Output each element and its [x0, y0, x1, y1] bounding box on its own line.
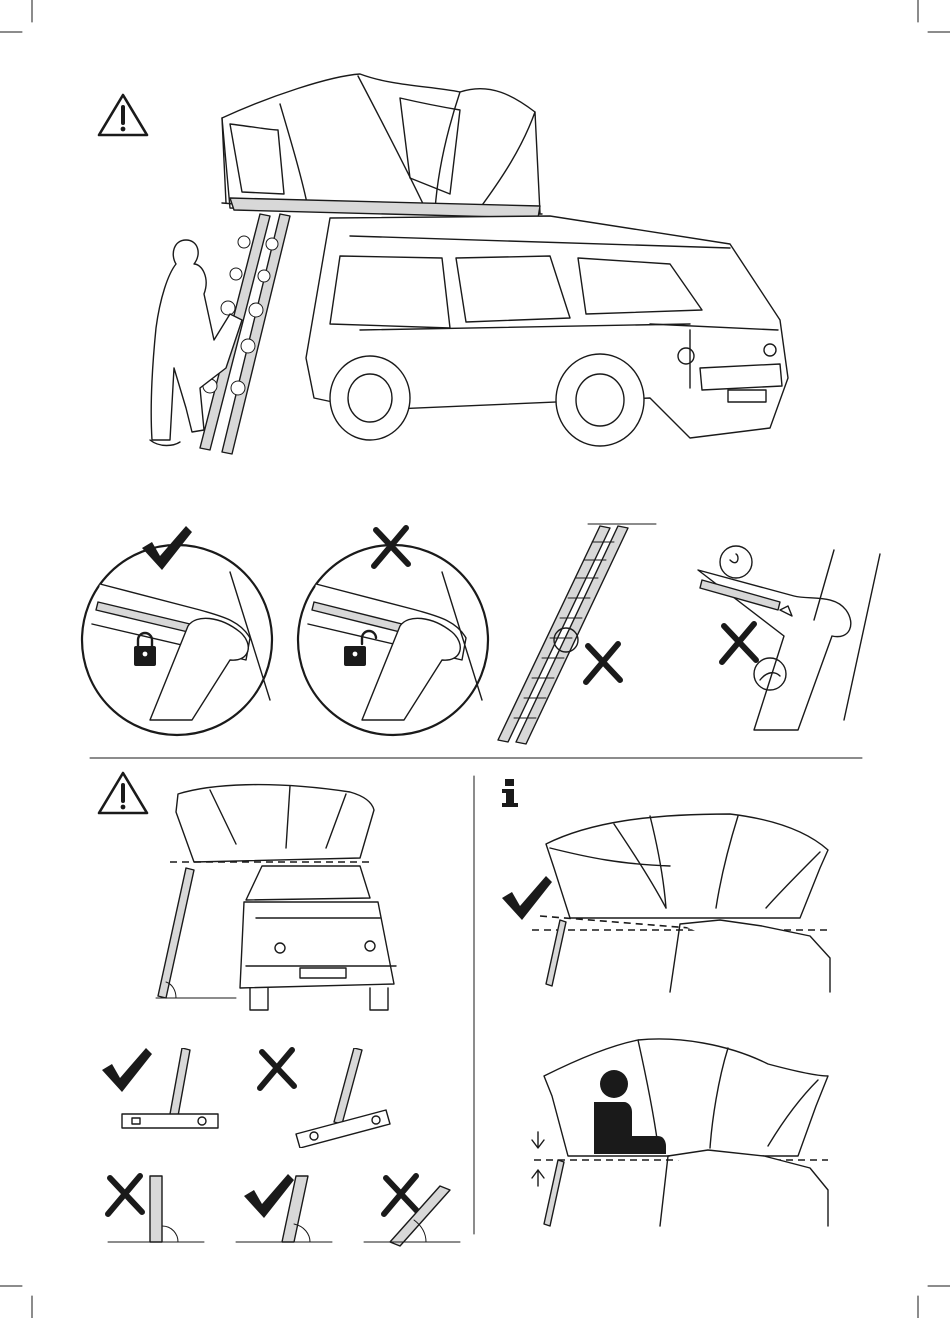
angle-shallow-incorrect — [362, 1180, 462, 1248]
angle-correct — [234, 1172, 334, 1248]
level-incorrect — [290, 1048, 400, 1148]
tent-occupant-illustration — [528, 1036, 838, 1230]
angle-vertical-incorrect — [106, 1172, 206, 1248]
info-icon — [500, 778, 520, 808]
tent-level-correct — [530, 808, 840, 996]
rear-view-level-illustration — [150, 778, 420, 1018]
level-correct — [118, 1048, 228, 1132]
warning-icon — [96, 770, 150, 816]
